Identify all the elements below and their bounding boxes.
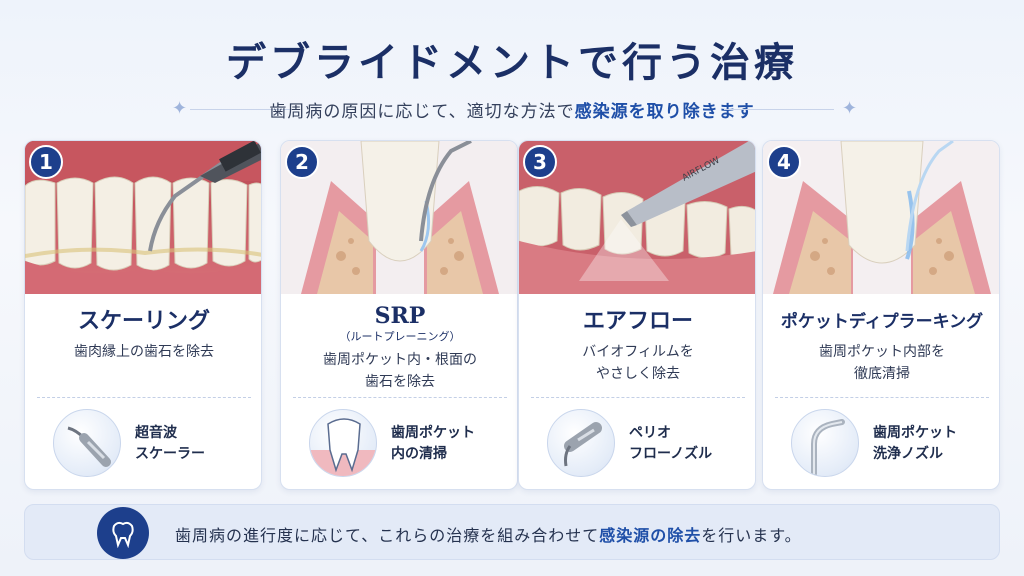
divider [775, 397, 989, 398]
pocket-cleaning-image [763, 141, 999, 294]
divider [37, 397, 251, 398]
subtitle-line-right [724, 109, 834, 110]
card-title: ポケットディプラーキング [780, 312, 984, 332]
sparkle-icon: ✦ [842, 98, 858, 119]
description-line: 歯周ポケット内・根面の [323, 352, 477, 368]
footer-banner: 歯周病の進行度に応じて、これらの治療を組み合わせて感染源の除去を行います。 [24, 504, 1000, 560]
card-title: スケーリング [77, 308, 210, 334]
footer-highlight: 感染源の除去 [599, 526, 702, 545]
scaling-teeth-image [25, 141, 261, 294]
tool-image [547, 409, 615, 477]
card-airflow: 3 AIRFLOW エアフロー バイオフィルムを やさしく除去 [518, 140, 756, 490]
ultrasonic-scaler-icon [67, 426, 111, 467]
tool-label-line: フローノズル [629, 446, 713, 462]
card-pocket-deplaquing: 4 ポケットディプラーキング 歯周ポケット内部を 徹底清掃 [762, 140, 1000, 490]
tool-label-line: 内の清掃 [391, 446, 447, 462]
tool-label-line: 歯周ポケット [391, 425, 475, 441]
tool-image [309, 409, 377, 477]
description-line: 歯周ポケット内部を [819, 344, 945, 360]
airflow-teeth-image: AIRFLOW [519, 141, 755, 294]
subtitle-text: 歯周病の原因に応じて、適切な方法で [269, 101, 575, 122]
step-badge: 2 [285, 145, 319, 179]
treatment-cards: 1 スケーリング 歯肉縁上 [24, 140, 1000, 490]
divider [293, 397, 507, 398]
pocket-irrigation-nozzle-icon [811, 419, 845, 476]
description-line: やさしく除去 [596, 366, 680, 382]
perio-flow-nozzle-icon [564, 422, 602, 467]
tool-image [791, 409, 859, 477]
step-badge: 4 [767, 145, 801, 179]
tool-label: ペリオ フローノズル [629, 423, 749, 465]
srp-root-image [281, 141, 517, 294]
tool-label-line: 歯周ポケット [873, 425, 957, 441]
tool-label-line: ペリオ [629, 425, 671, 441]
sparkle-icon: ✦ [172, 98, 188, 119]
subtitle-highlight: 感染源を取り除きます [574, 101, 755, 122]
footer-text-part: 歯周病の進行度に応じて、これらの治療を組み合わせて [175, 526, 600, 545]
footer-text-part: を行います。 [701, 526, 802, 545]
tool-label: 歯周ポケット 洗浄ノズル [873, 423, 993, 465]
divider [531, 397, 745, 398]
tool-label-line: 洗浄ノズル [873, 446, 943, 462]
step-badge: 3 [523, 145, 557, 179]
footer-text: 歯周病の進行度に応じて、これらの治療を組み合わせて感染源の除去を行います。 [175, 522, 802, 546]
description-line: 徹底清掃 [854, 366, 910, 382]
tooth-pocket-icon [310, 418, 376, 476]
tooth-icon [97, 507, 149, 559]
description-line: 歯石を除去 [365, 374, 435, 390]
card-description: バイオフィルムを やさしく除去 [519, 341, 755, 385]
step-badge: 1 [29, 145, 63, 179]
card-title: エアフロー [582, 308, 693, 334]
card-description: 歯周ポケット内・根面の 歯石を除去 [281, 349, 517, 393]
card-description: 歯周ポケット内部を 徹底清掃 [763, 341, 999, 385]
tool-image [53, 409, 121, 477]
card-subtitle: （ルートプレーニング） [339, 330, 461, 343]
subtitle-line-left [190, 109, 300, 110]
subtitle: 歯周病の原因に応じて、適切な方法で感染源を取り除きます [269, 97, 754, 122]
subtitle-row: 歯周病の原因に応じて、適切な方法で感染源を取り除きます [0, 96, 1024, 122]
card-description: 歯肉縁上の歯石を除去 [74, 344, 214, 360]
page-title: デブライドメントで行う治療 [226, 39, 798, 86]
card-title: SRP [374, 303, 426, 329]
description-line: バイオフィルムを [582, 344, 694, 360]
tool-label: 歯周ポケット 内の清掃 [391, 423, 511, 465]
tool-label: 超音波 スケーラー [135, 423, 255, 465]
card-scaling: 1 スケーリング 歯肉縁上 [24, 140, 262, 490]
tooth-icon-graphic [112, 521, 134, 548]
tool-label-line: スケーラー [135, 446, 205, 462]
card-srp: 2 SRP （ルートプレーニング） 歯周ポケット内・根面の 歯石を除去 [280, 140, 518, 490]
tool-label-line: 超音波 [135, 425, 177, 441]
